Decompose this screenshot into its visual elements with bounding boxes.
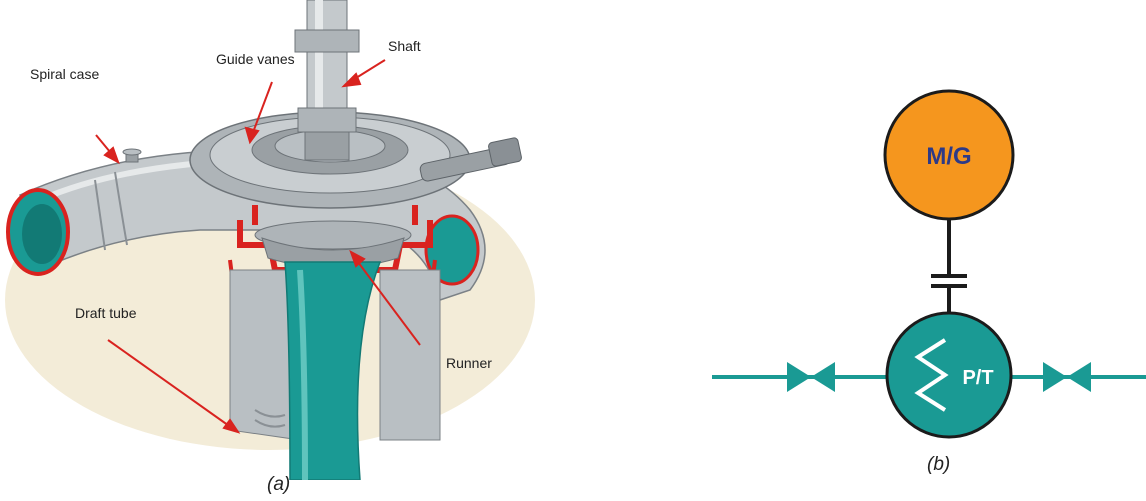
caption-a: (a) — [267, 474, 290, 496]
label-guide-vanes: Guide vanes — [216, 51, 295, 67]
motor-generator-node: M/G — [885, 91, 1013, 219]
coupling-shaft — [931, 218, 967, 314]
label-runner: Runner — [446, 355, 492, 371]
label-spiral-case: Spiral case — [30, 66, 99, 82]
valve-right-icon — [1043, 362, 1091, 392]
schematic-diagram: M/G P/T — [700, 80, 1146, 500]
motor-generator-label: M/G — [926, 143, 971, 170]
caption-b: (b) — [927, 454, 950, 476]
runner — [255, 221, 411, 268]
label-draft-tube: Draft tube — [75, 305, 137, 321]
valve-left-icon — [787, 362, 835, 392]
pump-turbine-label: P/T — [962, 367, 993, 389]
turbine-cutaway-illustration: Shaft Guide vanes Spiral case Draft tube… — [0, 0, 560, 480]
pump-turbine-node: P/T — [887, 313, 1011, 437]
label-shaft: Shaft — [388, 38, 421, 54]
